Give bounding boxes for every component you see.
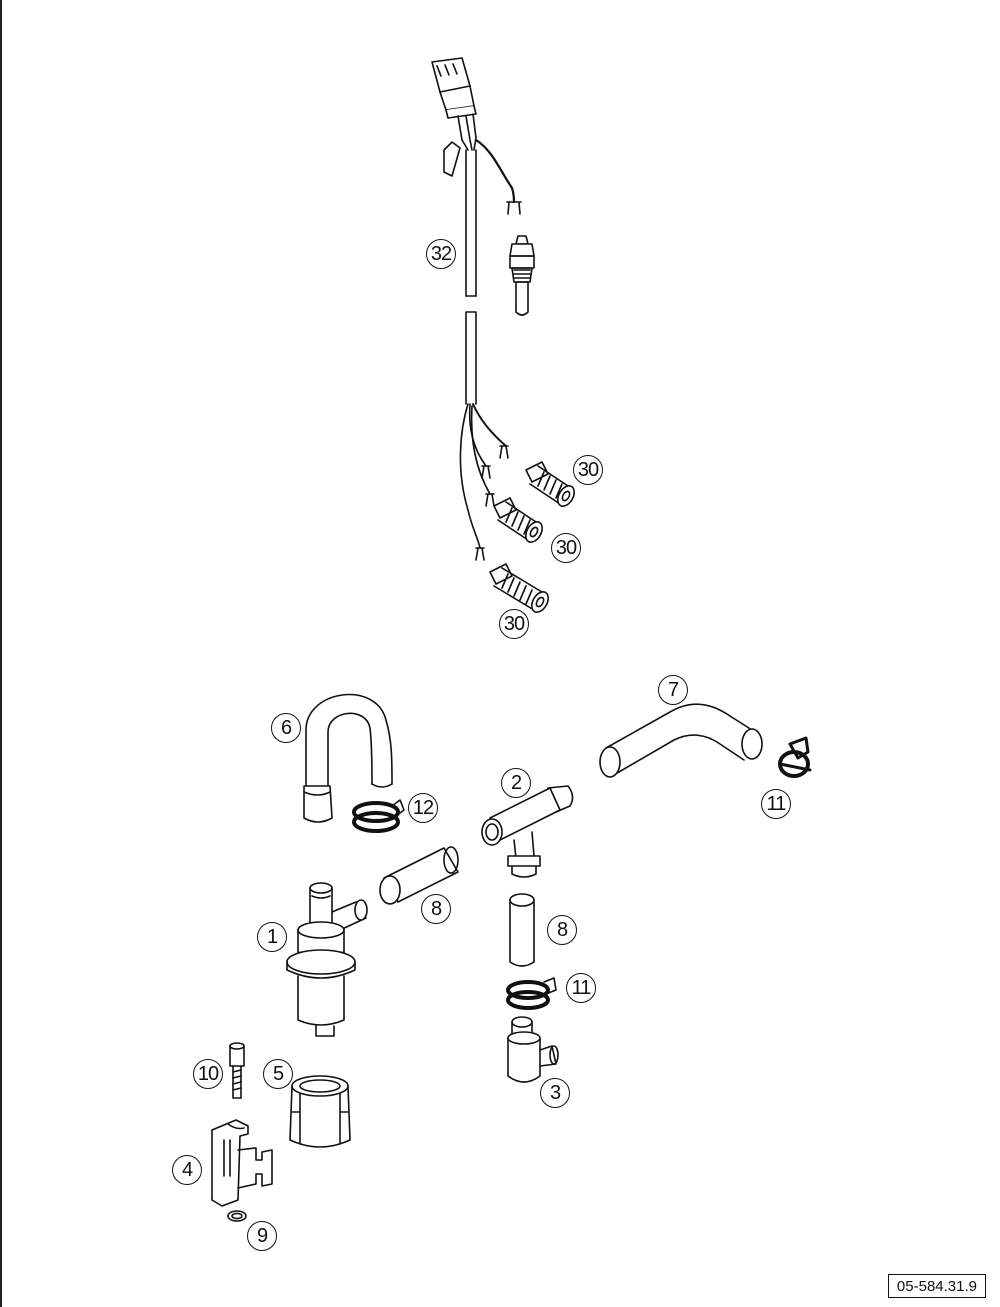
callout-30b: 30 bbox=[551, 533, 581, 563]
temperature-sensor bbox=[509, 235, 535, 316]
frame-edge bbox=[0, 0, 2, 1307]
callout-5: 5 bbox=[263, 1059, 293, 1089]
switch-sensor-3 bbox=[489, 563, 549, 613]
callout-1: 1 bbox=[257, 922, 287, 952]
rubber-sleeve-part-5 bbox=[289, 1075, 351, 1148]
hose-clamp-11b bbox=[506, 977, 557, 1010]
valve-part-1 bbox=[286, 882, 368, 1037]
elbow-part-3 bbox=[507, 1016, 559, 1083]
switch-sensor-1 bbox=[525, 461, 575, 507]
callout-8a: 8 bbox=[421, 894, 451, 924]
hose-7 bbox=[599, 703, 763, 778]
hose-8b bbox=[509, 893, 535, 967]
switch-sensor-2 bbox=[493, 497, 543, 543]
o-ring-part-9 bbox=[227, 1210, 247, 1222]
callout-11a: 11 bbox=[761, 789, 791, 819]
callout-11b: 11 bbox=[566, 973, 596, 1003]
callout-6: 6 bbox=[271, 713, 301, 743]
callout-32: 32 bbox=[426, 239, 456, 269]
callout-9: 9 bbox=[247, 1221, 277, 1251]
hose-u-bend bbox=[303, 693, 393, 823]
callout-4: 4 bbox=[172, 1155, 202, 1185]
callout-2: 2 bbox=[501, 768, 531, 798]
hose-8a bbox=[379, 846, 459, 905]
callout-10: 10 bbox=[193, 1059, 223, 1089]
callout-30c: 30 bbox=[499, 609, 529, 639]
callout-8b: 8 bbox=[547, 915, 577, 945]
wiring-harness bbox=[431, 57, 522, 561]
t-piece bbox=[481, 785, 574, 878]
bolt-part-10 bbox=[229, 1042, 245, 1099]
callout-12: 12 bbox=[408, 793, 438, 823]
drawing-reference-code: 05-584.31.9 bbox=[887, 1274, 986, 1298]
hose-clamp-12 bbox=[352, 799, 405, 833]
callout-30a: 30 bbox=[573, 455, 603, 485]
hose-clamp-11a bbox=[778, 736, 812, 778]
bracket-part-4 bbox=[211, 1119, 273, 1207]
callout-7: 7 bbox=[658, 675, 688, 705]
callout-3: 3 bbox=[540, 1078, 570, 1108]
